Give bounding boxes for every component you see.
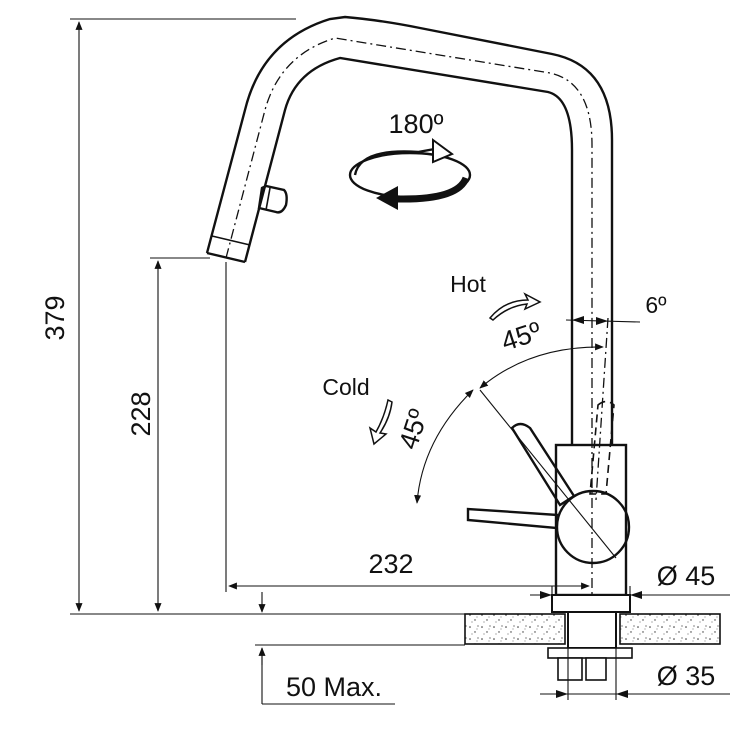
label-cold-angle: 45º — [393, 405, 434, 452]
dia45-arrow-right — [630, 591, 642, 599]
label-base-diameter: Ø 45 — [657, 561, 716, 591]
lever-cold-position — [466, 507, 560, 530]
hot-arrow-icon — [488, 292, 542, 321]
label-rotation: 180º — [389, 109, 444, 139]
countertop-right — [619, 613, 721, 645]
label-hot-angle: 45º — [498, 316, 545, 357]
spray-head — [206, 251, 246, 264]
countertop-left — [464, 613, 566, 645]
mounting-stud — [557, 657, 583, 681]
label-hot: Hot — [450, 271, 486, 297]
faucet-body — [554, 443, 628, 597]
tilt-arrow-left — [572, 316, 584, 324]
lever-hot-position — [510, 422, 576, 507]
lever-hot-axis — [479, 389, 617, 559]
hot-angle-arc — [479, 343, 604, 389]
dia35-arrow-left — [556, 690, 568, 698]
dia35-arrow-right — [616, 690, 628, 698]
spout-inner-contour — [243, 56, 574, 318]
mounting-nut — [547, 647, 633, 659]
label-shank-diameter: Ø 35 — [657, 661, 716, 691]
label-cold: Cold — [322, 374, 369, 400]
tilt-arrow-right — [596, 317, 608, 325]
shank — [567, 611, 617, 649]
mounting-stud-2 — [585, 657, 607, 681]
spout-centerline — [225, 37, 593, 318]
label-total-height: 379 — [40, 295, 70, 340]
label-tilt-angle: 6º — [645, 292, 667, 318]
spray-toggle-inner — [265, 187, 271, 211]
rotation-symbol — [348, 138, 472, 210]
label-spout-height: 228 — [126, 391, 156, 436]
dia45-arrow-left — [540, 591, 552, 599]
base-flange — [551, 594, 631, 613]
label-max-thickness: 50 Max. — [286, 672, 382, 702]
cold-arrow-icon — [368, 398, 393, 446]
lever-tilt-position-dashed — [589, 400, 615, 495]
cold-angle-arc — [414, 389, 474, 504]
lever-pivot-circle — [555, 489, 631, 565]
spout-outer-contour — [205, 15, 614, 318]
spray-toggle-button — [257, 184, 288, 214]
label-spout-reach: 232 — [368, 549, 413, 579]
spray-head-band — [211, 235, 251, 246]
